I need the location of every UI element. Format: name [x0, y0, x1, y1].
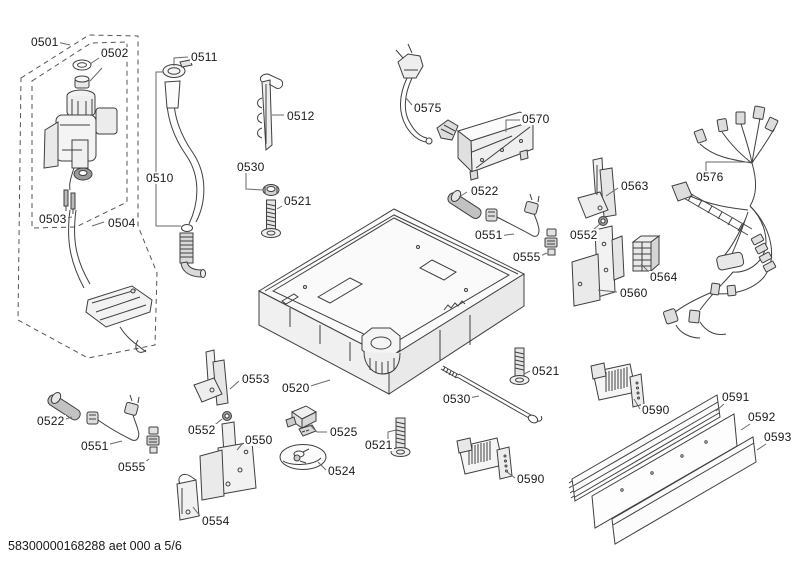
- bracket-0553-drawing: [193, 349, 229, 406]
- label-0551-left: 0551: [80, 439, 110, 453]
- damper-mid-drawing: [447, 190, 482, 219]
- label-0552-left: 0552: [187, 423, 217, 437]
- label-0512: 0512: [286, 109, 316, 123]
- label-0551-mid: 0551: [474, 228, 504, 242]
- label-0554: 0554: [201, 514, 231, 528]
- label-0592: 0592: [747, 410, 777, 424]
- inlet-hose-drawing: [155, 59, 206, 278]
- control-module-drawing: [456, 111, 535, 181]
- label-0503: 0503: [38, 212, 68, 226]
- label-0590-bottom: 0590: [516, 472, 546, 486]
- sensor-cable-left-drawing: [86, 394, 140, 441]
- label-0590-right: 0590: [641, 403, 671, 417]
- damper-left-drawing: [47, 392, 81, 421]
- base-panels-drawing: [568, 394, 757, 545]
- clip-mid-drawing: [544, 228, 558, 256]
- label-0576: 0576: [695, 170, 725, 184]
- label-0501: 0501: [30, 35, 60, 49]
- inlet-group-boundary: [17, 34, 158, 359]
- label-0553: 0553: [241, 372, 271, 386]
- label-0524: 0524: [327, 464, 357, 478]
- hose-holder-drawing: [257, 73, 284, 152]
- grommet-left-drawing: [222, 411, 232, 421]
- spring-rod-drawing: [440, 365, 543, 424]
- label-0521-bottom: 0521: [364, 438, 394, 452]
- base-pan-drawing: [257, 208, 526, 395]
- screw-bottom-drawing: [390, 417, 411, 457]
- label-0520: 0520: [281, 381, 311, 395]
- label-0555-left: 0555: [117, 460, 147, 474]
- fastener-0525-drawing: [285, 405, 318, 437]
- clip-left-drawing: [146, 426, 160, 454]
- label-0575: 0575: [413, 101, 443, 115]
- label-0550: 0550: [244, 433, 274, 447]
- label-0522-mid: 0522: [470, 184, 500, 198]
- label-0591: 0591: [721, 390, 751, 404]
- label-0521-top: 0521: [283, 194, 313, 208]
- grille-bottom-drawing: [456, 437, 513, 480]
- aquastop-valve-drawing: [43, 59, 118, 214]
- label-0530-top: 0530: [236, 160, 266, 174]
- label-0525: 0525: [329, 425, 359, 439]
- nut-top-drawing: [262, 184, 280, 196]
- label-0522-left: 0522: [36, 414, 66, 428]
- label-0564: 0564: [649, 270, 679, 284]
- heater-assembly-drawing: [68, 209, 153, 353]
- label-0570: 0570: [521, 112, 551, 126]
- power-cord-drawing: [395, 43, 459, 145]
- label-0560: 0560: [619, 286, 649, 300]
- bracket-0554-drawing: [176, 473, 200, 521]
- bracket-0563-drawing: [577, 157, 617, 219]
- label-0552-mid: 0552: [569, 228, 599, 242]
- bracket-0560-drawing: [571, 225, 625, 307]
- grille-right-drawing: [590, 362, 645, 408]
- document-code: 58300000168288 aet 000 a 5/6: [8, 539, 182, 553]
- screw-right-drawing: [509, 347, 530, 385]
- bracket-0550-drawing: [199, 421, 257, 501]
- label-0563: 0563: [620, 179, 650, 193]
- label-0555-mid: 0555: [512, 250, 542, 264]
- label-0593: 0593: [763, 430, 793, 444]
- harness-drawing: [663, 105, 779, 339]
- label-0502: 0502: [100, 46, 130, 60]
- label-0530-rod: 0530: [442, 392, 472, 406]
- connector-0564-drawing: [631, 235, 661, 273]
- screw-top-drawing: [261, 199, 281, 238]
- damper-disc-drawing: [279, 444, 327, 470]
- label-0511: 0511: [190, 50, 219, 64]
- label-0504: 0504: [107, 216, 137, 230]
- label-0510: 0510: [145, 171, 175, 185]
- label-0521-right: 0521: [531, 364, 561, 378]
- sensor-cable-mid-drawing: [485, 193, 540, 237]
